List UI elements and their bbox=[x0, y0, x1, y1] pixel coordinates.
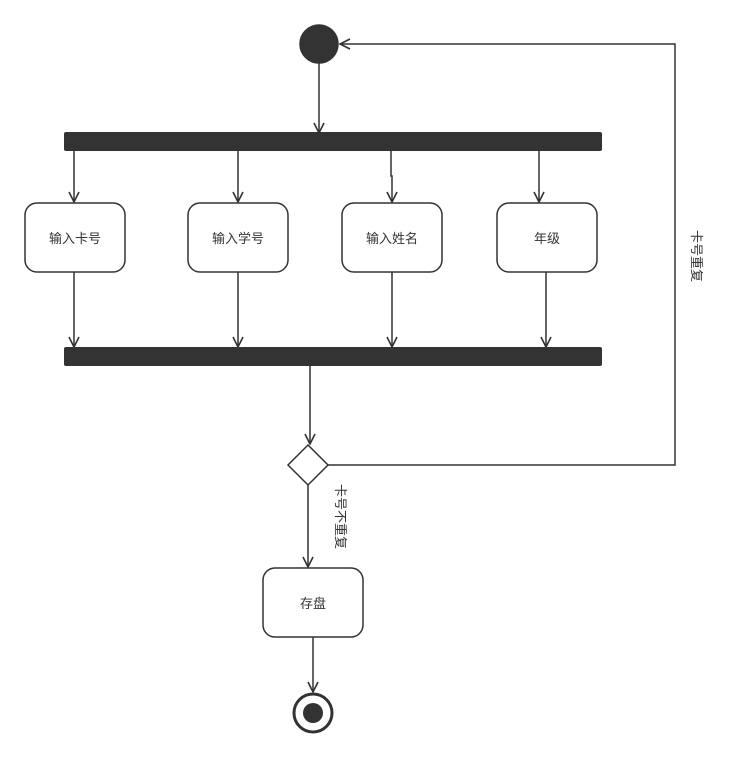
edge-label-card-not-duplicate: 卡号不重复 bbox=[332, 484, 348, 549]
action-save: 存盘 bbox=[262, 567, 364, 638]
fork-bar bbox=[64, 132, 602, 151]
action-input-card-label: 输入卡号 bbox=[49, 231, 101, 247]
edge-duplicate-loop bbox=[328, 44, 676, 466]
edge-label-card-duplicate: 卡号重复 bbox=[688, 230, 704, 282]
join-bar bbox=[64, 347, 602, 366]
action-input-card: 输入卡号 bbox=[24, 202, 126, 273]
action-save-label: 存盘 bbox=[300, 596, 326, 612]
action-grade: 年级 bbox=[496, 202, 598, 273]
action-input-student-id: 输入学号 bbox=[187, 202, 289, 273]
action-input-name-label: 输入姓名 bbox=[366, 231, 418, 247]
action-input-name: 输入姓名 bbox=[341, 202, 443, 273]
end-node bbox=[292, 692, 334, 734]
start-node bbox=[299, 24, 339, 64]
decision-node bbox=[286, 443, 330, 487]
edge-fork-to-name bbox=[391, 151, 392, 202]
action-input-student-id-label: 输入学号 bbox=[212, 231, 264, 247]
action-grade-label: 年级 bbox=[534, 232, 560, 247]
